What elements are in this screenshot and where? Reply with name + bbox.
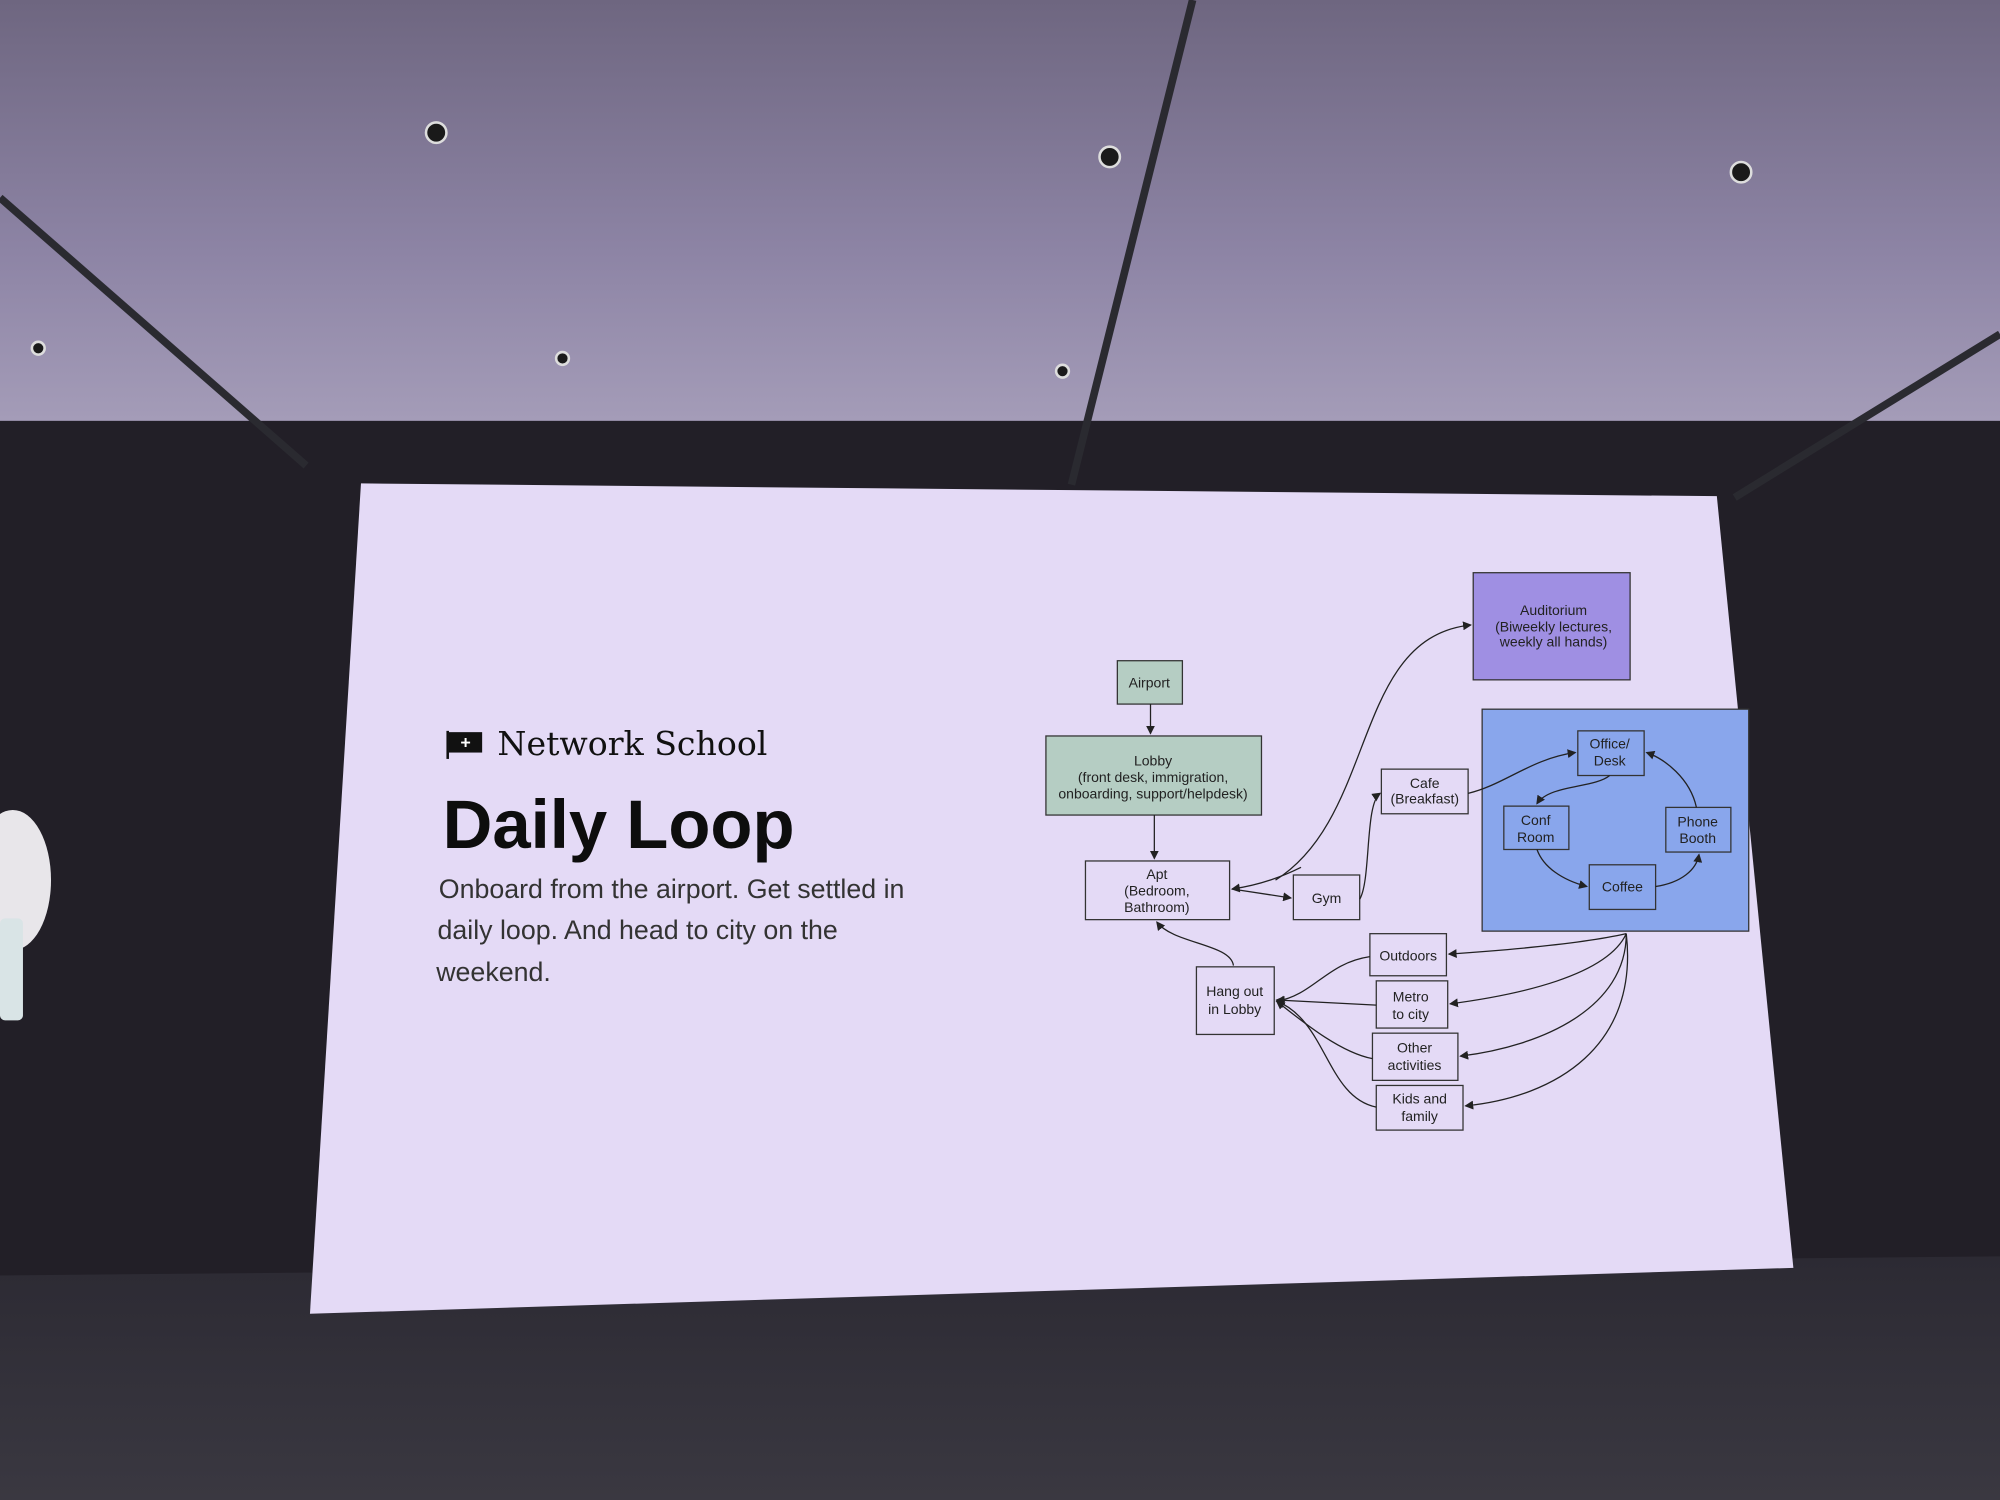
cafe-label: Cafe <box>1410 775 1440 791</box>
description-line: weekend. <box>435 957 551 987</box>
work-loop-group <box>1481 708 1750 932</box>
phone-booth-node <box>1665 806 1732 853</box>
apt-node <box>1084 860 1231 921</box>
other-activities-node <box>1371 1032 1459 1081</box>
coffee-label: Coffee <box>1602 879 1643 895</box>
conf-room-label: Room <box>1517 829 1554 845</box>
office-label: Desk <box>1594 752 1627 768</box>
hangout-label: Hang out <box>1206 983 1263 999</box>
apt-label: Bathroom) <box>1124 899 1189 915</box>
lobby-label: Lobby <box>1134 752 1172 768</box>
apt-label: (Bedroom, <box>1124 882 1189 898</box>
svg-text:+: + <box>460 733 470 753</box>
slide-title: Daily Loop <box>443 786 795 863</box>
auditorium-label: Auditorium <box>1520 602 1587 618</box>
office-label: Office/ <box>1590 736 1630 752</box>
brand-name: Network School <box>497 724 767 763</box>
hangout-label: in Lobby <box>1208 1001 1261 1017</box>
outdoors-node <box>1369 933 1448 977</box>
ceiling <box>0 0 2000 421</box>
other-activities-label: activities <box>1388 1057 1442 1073</box>
truss-beams <box>0 0 2000 501</box>
auditorium-node <box>1472 572 1631 681</box>
auditorium-label: weekly all hands) <box>1499 634 1608 650</box>
lobby-label: onboarding, support/helpdesk) <box>1058 785 1247 801</box>
kids-family-label: family <box>1401 1108 1438 1124</box>
airport-node <box>1116 660 1184 705</box>
network-school-logo-icon: + <box>446 730 483 759</box>
conf-room-label: Conf <box>1521 812 1551 828</box>
phone-booth-label: Booth <box>1679 830 1716 846</box>
metro-label: Metro <box>1393 988 1429 1004</box>
metro-label: to city <box>1392 1006 1429 1022</box>
airport-label: Airport <box>1129 675 1170 691</box>
auditorium-label: (Biweekly lectures, <box>1495 618 1612 634</box>
coffee-node <box>1588 864 1657 911</box>
ceiling-lights <box>30 121 1753 379</box>
gym-label: Gym <box>1312 890 1342 906</box>
lobby-label: (front desk, immigration, <box>1078 769 1228 785</box>
gym-node <box>1292 874 1361 921</box>
kids-family-label: Kids and <box>1392 1090 1447 1106</box>
kids-family-node <box>1375 1084 1464 1131</box>
lobby-node <box>1045 735 1263 816</box>
diagram-edges <box>1146 621 1703 1110</box>
cafe-label: (Breakfast) <box>1390 791 1459 807</box>
floor <box>0 1256 2000 1500</box>
presenter <box>0 809 52 1021</box>
description-line: daily loop. And head to city on the <box>438 915 838 945</box>
cafe-node <box>1380 768 1469 815</box>
office-node <box>1577 730 1645 777</box>
conf-room-node <box>1503 805 1570 851</box>
hangout-node <box>1195 966 1275 1036</box>
description-line: Onboard from the airport. Get settled in <box>439 874 905 904</box>
other-activities-label: Other <box>1397 1039 1432 1055</box>
projection-screen <box>309 483 1794 1314</box>
phone-booth-label: Phone <box>1677 814 1718 830</box>
apt-label: Apt <box>1146 866 1167 882</box>
outdoors-label: Outdoors <box>1379 947 1437 963</box>
